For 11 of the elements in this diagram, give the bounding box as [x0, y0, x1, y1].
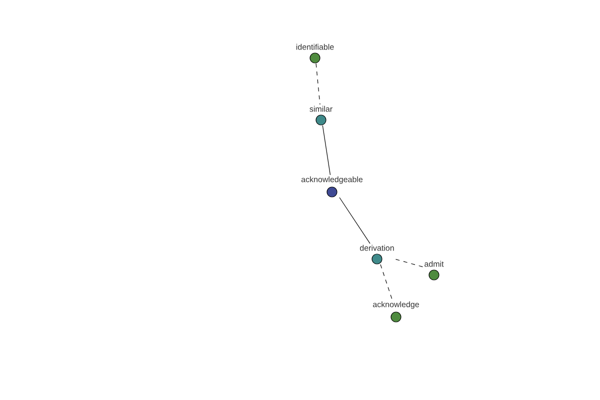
dashed-line — [380, 264, 393, 300]
node-label: acknowledgeable — [301, 176, 363, 184]
line — [339, 197, 370, 244]
node-label: acknowledge — [373, 301, 419, 309]
node-label: derivation — [360, 244, 394, 251]
node-label: identifiable — [296, 44, 334, 50]
dashed-line — [316, 63, 320, 105]
node-label: similar — [310, 106, 332, 112]
node-label: admit — [424, 260, 444, 267]
dashed-line — [395, 258, 424, 268]
line — [322, 125, 331, 176]
